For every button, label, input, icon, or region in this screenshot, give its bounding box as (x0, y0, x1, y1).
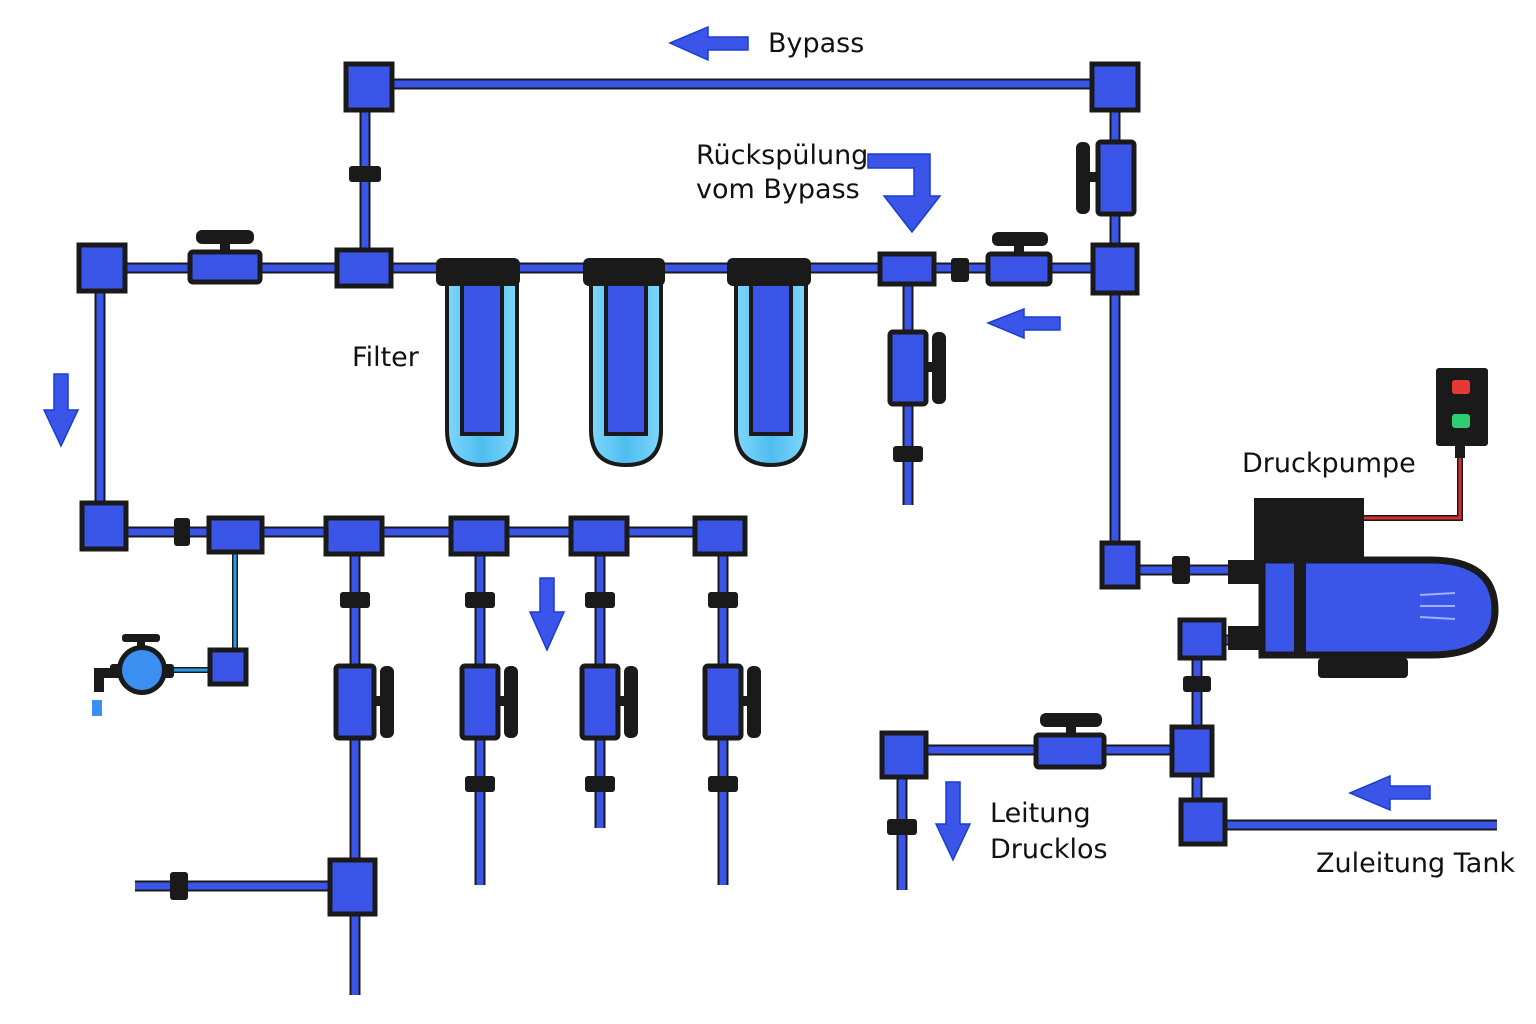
coupling (340, 592, 370, 608)
water-tap-icon[interactable] (92, 634, 174, 716)
flow-arrow-left-icon (668, 25, 749, 62)
pump-motor-housing (1254, 498, 1364, 560)
elbow-fitting (692, 515, 748, 557)
tee-fitting (206, 515, 265, 555)
indicator-green-light (1452, 414, 1470, 428)
pump-control-box[interactable] (1436, 368, 1488, 458)
elbow-fitting (1178, 797, 1228, 847)
coupling (465, 776, 495, 792)
pump-base (1318, 658, 1408, 678)
pipe-couplings (170, 166, 1211, 900)
water-drop (92, 700, 102, 716)
horizontal-ball-valve[interactable] (985, 232, 1053, 287)
tee-fitting (568, 515, 630, 557)
coupling (170, 872, 188, 900)
vertical-ball-valve[interactable] (459, 663, 518, 741)
vertical-ball-valve[interactable] (579, 663, 638, 741)
tee-fitting (448, 515, 510, 557)
tee-fitting (334, 247, 394, 289)
vertical-ball-valve[interactable] (702, 663, 761, 741)
coupling (465, 592, 495, 608)
unpressurized-line-label-line1: Leitung (990, 798, 1091, 829)
pressure-pump[interactable] (1228, 498, 1499, 678)
coupling (708, 776, 738, 792)
filter-label: Filter (352, 342, 420, 373)
elbow-fitting (207, 647, 249, 687)
vertical-ball-valve[interactable] (887, 329, 946, 407)
pipe-fittings (76, 61, 1228, 917)
pressure-pump-label: Druckpumpe (1242, 448, 1416, 479)
coupling (585, 592, 615, 608)
tee-fitting (1090, 242, 1140, 296)
coupling (585, 776, 615, 792)
tee-fitting (327, 857, 378, 917)
coupling (893, 446, 923, 462)
tee-fitting (323, 515, 385, 557)
coupling (1183, 676, 1211, 692)
backflush-label-line2: vom Bypass (696, 174, 860, 205)
vertical-ball-valve[interactable] (1076, 139, 1137, 217)
tank-supply-label: Zuleitung Tank (1316, 848, 1515, 879)
filter-housing-1 (436, 258, 520, 468)
bypass-label: Bypass (768, 28, 864, 59)
elbow-fitting (879, 730, 929, 780)
tee-fitting (877, 251, 937, 287)
elbow-fitting (79, 500, 129, 552)
coupling (951, 258, 969, 282)
flow-arrow-left-icon (1348, 774, 1431, 812)
flow-arrow-left-icon (985, 307, 1061, 340)
coupling (887, 819, 917, 835)
pump-body (1258, 556, 1499, 659)
coupling (349, 166, 381, 182)
elbow-fitting (1177, 617, 1227, 661)
filter-housing-2 (583, 258, 665, 468)
indicator-red-light (1452, 380, 1470, 394)
horizontal-ball-valve[interactable] (1033, 713, 1107, 770)
elbow-fitting (1089, 61, 1141, 113)
elbow-fitting (1099, 540, 1141, 590)
vertical-ball-valve[interactable] (333, 663, 394, 741)
flow-arrow-down-icon (528, 577, 566, 652)
coupling (1172, 556, 1190, 584)
elbow-fitting (343, 61, 395, 113)
horizontal-ball-valve[interactable] (187, 230, 263, 285)
unpressurized-line-label-line2: Drucklos (990, 834, 1108, 865)
backflush-label-line1: Rückspülung (696, 140, 868, 171)
tee-fitting (1169, 724, 1215, 778)
coupling (174, 518, 190, 546)
filter-housing-3 (727, 258, 811, 468)
flow-arrow-down-icon (934, 781, 972, 862)
coupling (708, 592, 738, 608)
elbow-fitting (76, 242, 128, 294)
flow-arrow-down-icon (42, 373, 80, 448)
flow-arrow-down-icon (867, 153, 942, 234)
